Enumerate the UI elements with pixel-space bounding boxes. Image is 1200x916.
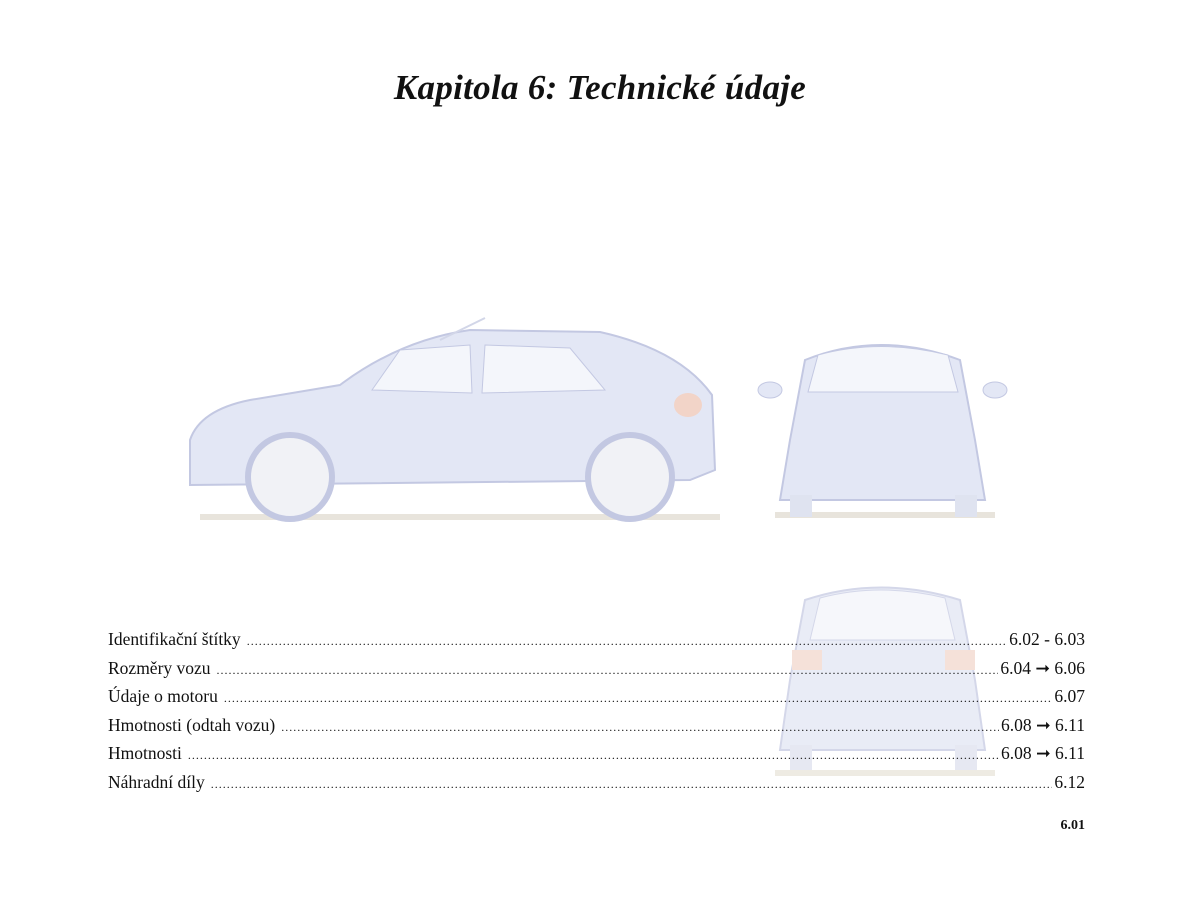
toc-entry[interactable]: Hmotnosti (odtah vozu) 6.08 ➞ 6.11	[108, 715, 1085, 744]
leader-dots	[211, 777, 1053, 792]
leader-dots	[224, 691, 1053, 706]
car-side-view	[189, 317, 720, 522]
toc-entry[interactable]: Rozměry vozu 6.04 ➞ 6.06	[108, 658, 1085, 687]
chapter-title: Kapitola 6: Technické údaje	[393, 68, 807, 107]
table-of-contents: Identifikační štítky 6.02 - 6.03 Rozměry …	[108, 629, 1085, 801]
toc-pages: 6.08 ➞ 6.11	[1000, 743, 1085, 764]
toc-label: Identifikační štítky	[108, 629, 241, 649]
toc-entry[interactable]: Náhradní díly 6.12	[108, 772, 1085, 801]
toc-entry[interactable]: Identifikační štítky 6.02 - 6.03	[108, 629, 1085, 658]
toc-label: Hmotnosti	[108, 743, 182, 764]
toc-entry[interactable]: Údaje o motoru 6.07	[108, 686, 1085, 715]
toc-pages: 6.02 - 6.03	[1009, 629, 1085, 649]
toc-entry[interactable]: Hmotnosti 6.08 ➞ 6.11	[108, 743, 1085, 772]
car-rear-view	[775, 586, 995, 776]
leader-dots	[281, 720, 999, 735]
leader-dots	[247, 634, 1007, 649]
toc-label: Hmotnosti (odtah vozu)	[108, 714, 276, 735]
toc-label: Údaje o motoru	[108, 686, 218, 707]
leader-dots	[188, 748, 999, 763]
toc-label: Rozměry vozu	[108, 657, 211, 678]
leader-dots	[217, 663, 999, 678]
toc-pages: 6.12	[1054, 771, 1085, 792]
toc-pages: 6.08 ➞ 6.11	[1000, 714, 1085, 735]
page-number: 6.01	[1060, 818, 1086, 833]
toc-label: Náhradní díly	[108, 771, 205, 792]
car-front-view	[757, 344, 1008, 518]
toc-pages: 6.07	[1054, 686, 1085, 707]
toc-pages: 6.04 ➞ 6.06	[1000, 657, 1085, 678]
